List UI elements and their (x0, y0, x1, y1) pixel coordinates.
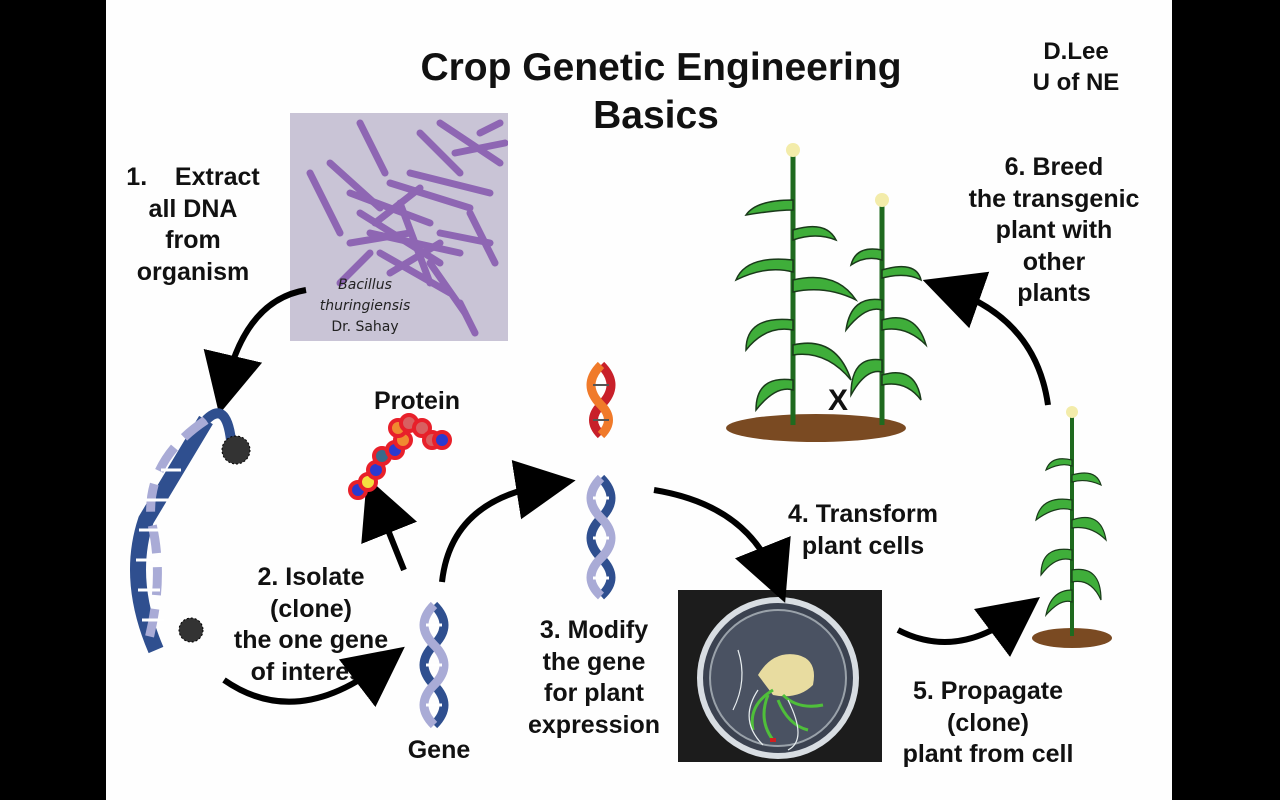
arrow-gene-to-protein (361, 477, 417, 572)
gene-dna-icon (419, 601, 449, 729)
petri-dish-photo (678, 590, 882, 762)
gene-label: Gene (407, 736, 471, 764)
corn-plants-cross-icon (726, 143, 928, 442)
chromosome-dna-icon (130, 408, 251, 654)
step-2-label: 2. Isolate (clone) the one gene of inter… (233, 563, 389, 686)
author-affiliation: U of NE (1032, 69, 1120, 96)
arrow-gene-to-modified (439, 460, 576, 583)
arrow-modified-to-dish (653, 487, 791, 603)
cross-symbol: X (828, 384, 848, 417)
step-3-label: 3. Modify the gene for plant expression (527, 616, 660, 739)
diagram-graphics: X (130, 143, 1112, 729)
arrow-1-to-dna (203, 287, 307, 415)
slide-title-line1: Crop Genetic Engineering (420, 46, 902, 89)
arrow-dna-to-gene (222, 646, 405, 708)
bacteria-caption-credit: Dr. Sahay (331, 319, 399, 335)
author-name: D.Lee (1043, 38, 1109, 65)
step-6-label: 6. Breed the transgenic plant with other… (968, 153, 1140, 307)
petri-dish-image (697, 597, 859, 759)
slide: Crop Genetic Engineering Basics D.Lee U … (106, 0, 1172, 800)
bacteria-caption-species: thuringiensis (319, 298, 411, 314)
protein-label: Protein (373, 387, 461, 415)
transgenic-corn-plant-icon (1032, 406, 1112, 648)
modified-dna-icon (586, 361, 616, 439)
protein-chain-icon (348, 413, 452, 500)
arrow-plant-to-breed (922, 271, 1051, 406)
vector-dna-icon (586, 474, 616, 600)
step-5-label: 5. Propagate (clone) plant from cell (902, 677, 1074, 768)
bacteria-rods (306, 119, 508, 337)
bacteria-caption-genus: Bacillus (338, 277, 392, 293)
step-4-label: 4. Transform plant cells (787, 500, 939, 560)
step-1-label: 1. Extract all DNA from organism (126, 163, 260, 286)
arrow-dish-to-plant (896, 597, 1041, 657)
bacteria-photo: Bacillus thuringiensis Dr. Sahay (290, 113, 508, 341)
slide-title-line2: Basics (593, 94, 719, 137)
